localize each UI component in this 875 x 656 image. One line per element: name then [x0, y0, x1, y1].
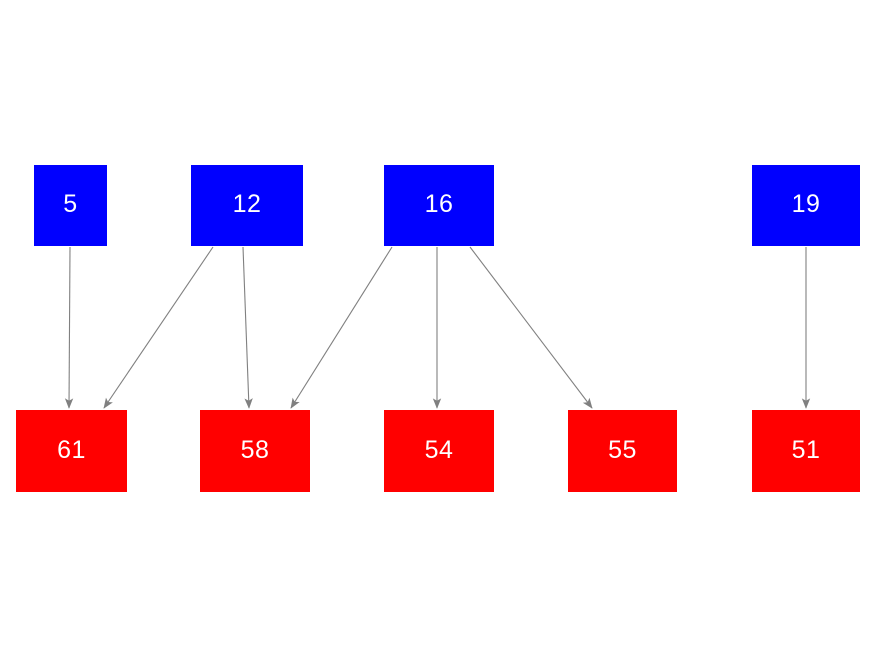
node-label: 5	[63, 190, 78, 218]
edge-arrow	[469, 246, 593, 409]
node-label: 61	[57, 435, 86, 464]
source-node-12[interactable]: 12	[191, 165, 303, 246]
target-node-54[interactable]: 54	[384, 410, 494, 492]
node-label: 51	[791, 435, 821, 464]
node-label: 16	[424, 190, 454, 218]
node-label: 54	[424, 435, 454, 464]
target-node-55[interactable]: 55	[568, 410, 677, 492]
edges-group	[64, 246, 811, 409]
target-node-58[interactable]: 58	[200, 410, 310, 492]
node-label: 12	[232, 190, 262, 218]
target-node-61[interactable]: 61	[16, 410, 127, 492]
node-label: 58	[240, 435, 270, 464]
source-node-19[interactable]: 19	[752, 165, 860, 246]
edge-arrow	[290, 246, 393, 409]
edge-arrow	[103, 246, 214, 409]
edge-arrow	[242, 246, 253, 409]
edge-arrow	[64, 246, 74, 409]
source-node-5[interactable]: 5	[34, 165, 107, 246]
node-label: 55	[608, 435, 637, 464]
node-label: 19	[791, 190, 821, 218]
source-node-16[interactable]: 16	[384, 165, 494, 246]
target-node-51[interactable]: 51	[752, 410, 860, 492]
